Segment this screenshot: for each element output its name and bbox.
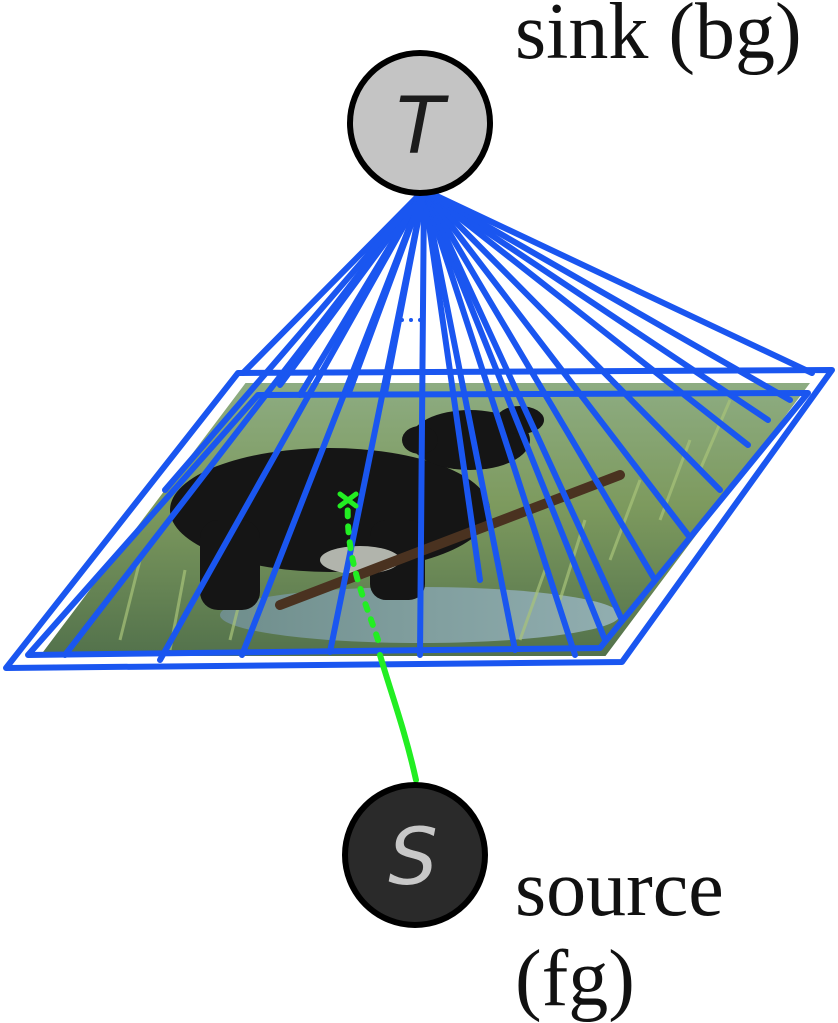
source-label-line1: source [515, 845, 724, 933]
sink-node-letter: T [396, 82, 449, 172]
source-node-letter: S [388, 813, 438, 903]
sink-node: T [347, 50, 493, 196]
bear-figure [170, 406, 544, 610]
image-plane [35, 381, 814, 658]
source-label-line2: (fg) [515, 935, 635, 1023]
sink-edges [62, 187, 815, 663]
ellipsis-dots [400, 318, 422, 322]
source-edge [337, 491, 419, 783]
sink-label: sink (bg) [515, 0, 802, 76]
source-node: S [342, 782, 488, 928]
